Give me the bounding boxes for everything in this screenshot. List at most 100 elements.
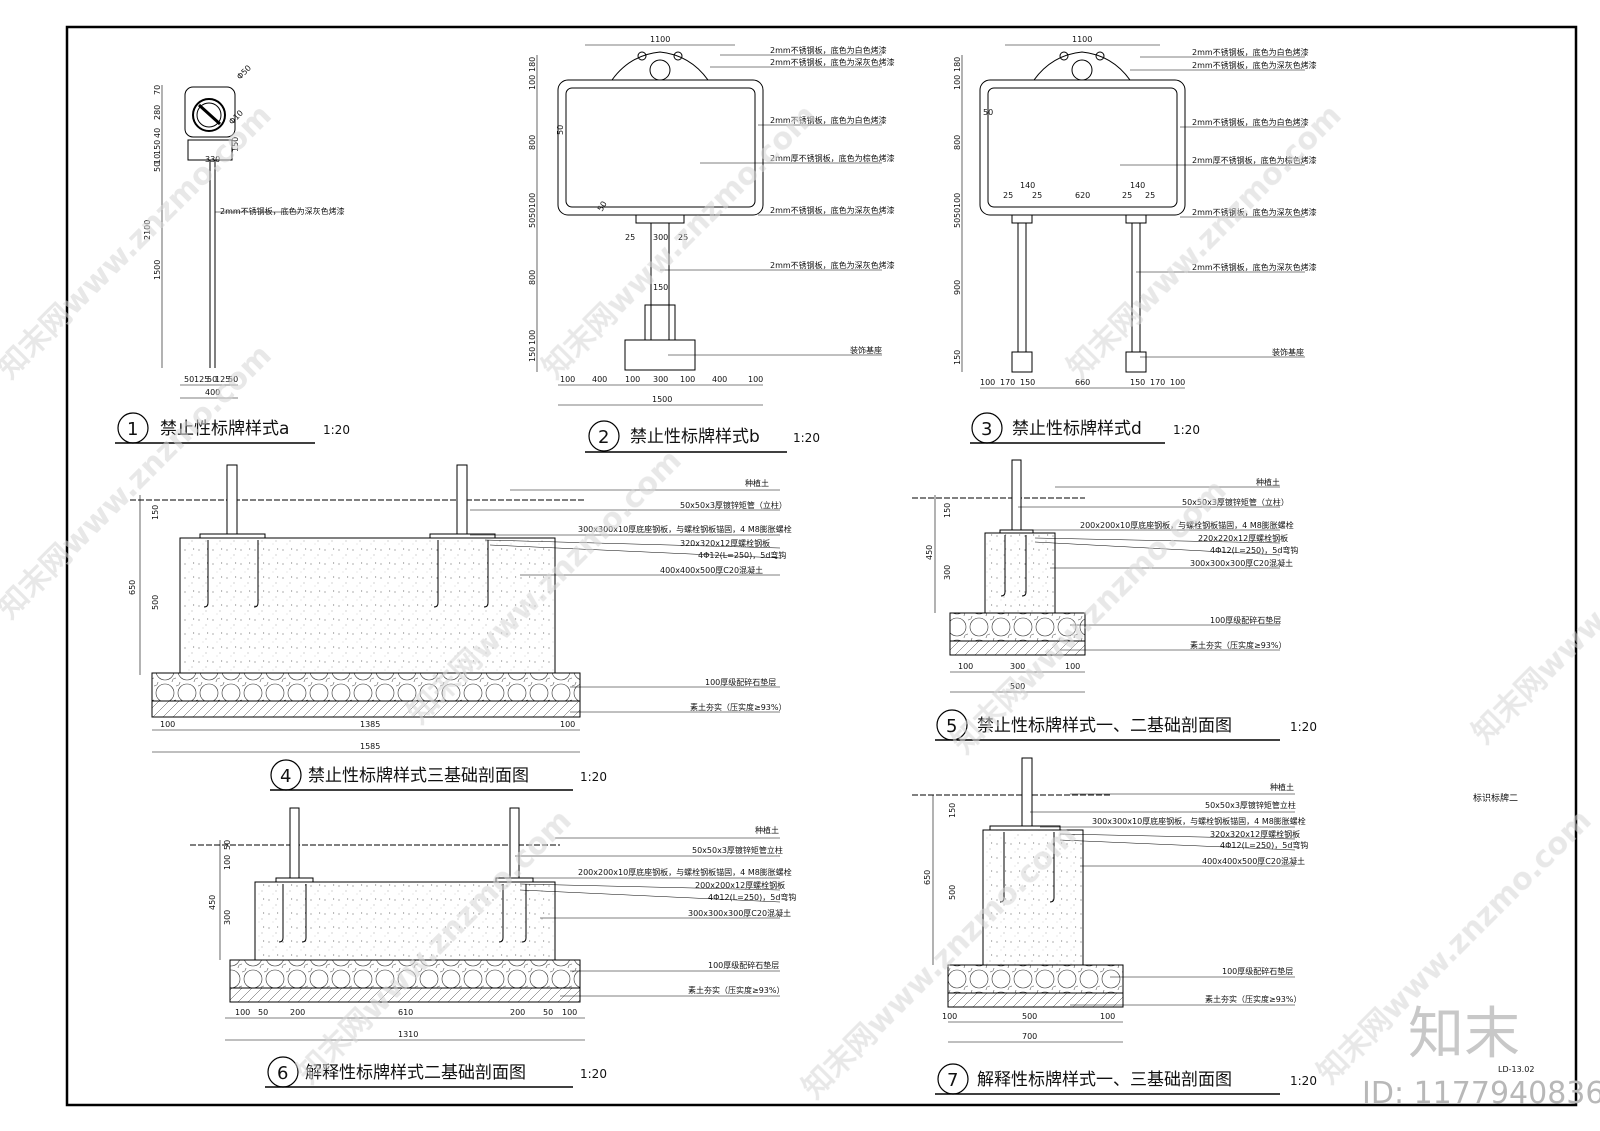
svg-text:50x50x3厚镀锌矩管（立柱）: 50x50x3厚镀锌矩管（立柱） — [680, 500, 787, 510]
svg-text:100: 100 — [528, 193, 537, 208]
svg-text:5: 5 — [946, 716, 957, 737]
svg-text:100: 100 — [560, 720, 575, 729]
svg-text:100: 100 — [680, 375, 695, 384]
svg-text:450: 450 — [208, 895, 217, 910]
svg-text:2mm不锈钢板，底色为深灰色烤漆: 2mm不锈钢板，底色为深灰色烤漆 — [770, 205, 895, 215]
svg-text:4Φ12(L=250)，5d弯钩: 4Φ12(L=250)，5d弯钩 — [708, 892, 796, 902]
svg-text:2100: 2100 — [143, 220, 152, 240]
svg-text:2mm不锈钢板，底色为深灰色烤漆: 2mm不锈钢板，底色为深灰色烤漆 — [770, 260, 895, 270]
svg-text:40: 40 — [153, 128, 162, 138]
sheet-border — [65, 25, 1578, 1107]
svg-text:70: 70 — [153, 85, 162, 95]
svg-text:50: 50 — [528, 208, 537, 218]
svg-text:种植土: 种植土 — [1256, 477, 1280, 487]
view-3-dims: 1100 180 100 800 100 50 50 900 150 50 25… — [953, 35, 1317, 389]
brand-logo: 知末 — [1408, 1002, 1520, 1067]
svg-text:4Φ12(L=250)，5d弯钩: 4Φ12(L=250)，5d弯钩 — [1220, 840, 1308, 850]
svg-text:100: 100 — [958, 662, 973, 671]
svg-text:150: 150 — [943, 503, 952, 518]
svg-text:2mm厚不锈钢板，底色为棕色烤漆: 2mm厚不锈钢板，底色为棕色烤漆 — [770, 153, 895, 163]
view-3-elevation — [979, 51, 1186, 373]
svg-text:2mm不锈钢板，底色为深灰色烤漆: 2mm不锈钢板，底色为深灰色烤漆 — [220, 206, 345, 216]
svg-text:知末网www.znzmo.com: 知末网www.znzmo.com — [1061, 98, 1349, 386]
view-title-1: 1 禁止性标牌样式a 1:20 — [115, 412, 350, 444]
view-5-section — [912, 459, 1086, 656]
svg-text:500: 500 — [948, 885, 957, 900]
svg-text:2mm不锈钢板，底色为白色烤漆: 2mm不锈钢板，底色为白色烤漆 — [1192, 47, 1309, 57]
svg-text:2mm不锈钢板，底色为白色烤漆: 2mm不锈钢板，底色为白色烤漆 — [1192, 117, 1309, 127]
svg-text:180: 180 — [528, 57, 537, 72]
svg-text:50: 50 — [543, 1008, 553, 1017]
svg-text:解释性标牌样式一、三基础剖面图: 解释性标牌样式一、三基础剖面图 — [977, 1070, 1232, 1090]
svg-text:25: 25 — [1122, 191, 1132, 200]
svg-text:280: 280 — [153, 105, 162, 120]
drawing-number: LD-13.02 — [1498, 1065, 1534, 1074]
svg-text:7: 7 — [947, 1070, 958, 1091]
svg-text:素土夯实（压实度≥93%）: 素土夯实（压实度≥93%） — [1190, 640, 1286, 650]
svg-text:Φ50: Φ50 — [235, 63, 253, 81]
svg-text:1:20: 1:20 — [1290, 720, 1317, 734]
svg-text:125: 125 — [215, 375, 230, 384]
svg-text:禁止性标牌样式b: 禁止性标牌样式b — [630, 427, 760, 447]
svg-text:50x50x3厚镀锌矩管（立柱）: 50x50x3厚镀锌矩管（立柱） — [1182, 497, 1289, 507]
view-2-elevation — [557, 51, 764, 371]
svg-text:320x320x12厚螺栓钢板: 320x320x12厚螺栓钢板 — [1210, 829, 1300, 839]
svg-text:50: 50 — [596, 200, 609, 213]
svg-text:300x300x300厚C20混凝土: 300x300x300厚C20混凝土 — [1190, 558, 1293, 568]
svg-text:220x220x12厚螺栓钢板: 220x220x12厚螺栓钢板 — [1198, 533, 1288, 543]
svg-text:150: 150 — [153, 140, 162, 155]
svg-text:50: 50 — [184, 375, 194, 384]
svg-text:300x300x300厚C20混凝土: 300x300x300厚C20混凝土 — [688, 908, 791, 918]
svg-text:禁止性标牌样式一、二基础剖面图: 禁止性标牌样式一、二基础剖面图 — [977, 716, 1232, 736]
svg-text:650: 650 — [128, 580, 137, 595]
svg-text:800: 800 — [528, 135, 537, 150]
view-title-3: 3 禁止性标牌样式d 1:20 — [970, 412, 1200, 444]
svg-text:2mm厚不锈钢板，底色为棕色烤漆: 2mm厚不锈钢板，底色为棕色烤漆 — [1192, 155, 1317, 165]
svg-text:4Φ12(L=250)，5d弯钩: 4Φ12(L=250)，5d弯钩 — [1210, 545, 1298, 555]
svg-text:100: 100 — [953, 193, 962, 208]
svg-text:150: 150 — [948, 803, 957, 818]
svg-text:1:20: 1:20 — [793, 431, 820, 445]
svg-text:200x200x12厚螺栓钢板: 200x200x12厚螺栓钢板 — [695, 880, 785, 890]
svg-text:2mm不锈钢板，底色为深灰色烤漆: 2mm不锈钢板，底色为深灰色烤漆 — [1192, 207, 1317, 217]
svg-text:300: 300 — [943, 565, 952, 580]
svg-text:1310: 1310 — [398, 1030, 418, 1039]
svg-text:400: 400 — [205, 388, 220, 397]
view-1-elevation — [161, 85, 236, 368]
svg-text:50: 50 — [228, 375, 238, 384]
svg-text:300: 300 — [653, 233, 668, 242]
svg-text:50: 50 — [223, 840, 232, 850]
svg-text:2: 2 — [598, 427, 609, 448]
svg-text:150: 150 — [1130, 378, 1145, 387]
svg-text:100: 100 — [528, 330, 537, 345]
svg-text:400x400x500厚C20混凝土: 400x400x500厚C20混凝土 — [1202, 856, 1305, 866]
svg-text:1:20: 1:20 — [1173, 423, 1200, 437]
view-7-dims: 150 650 500 100 500 100 700 种植土 50x50x3厚… — [923, 782, 1308, 1043]
svg-text:50: 50 — [556, 125, 565, 135]
svg-text:800: 800 — [528, 270, 537, 285]
svg-text:100: 100 — [235, 1008, 250, 1017]
svg-text:50x50x3厚镀锌矩管立柱: 50x50x3厚镀锌矩管立柱 — [1205, 800, 1296, 810]
svg-text:100: 100 — [1100, 1012, 1115, 1021]
svg-text:4Φ12(L=250)，5d弯钩: 4Φ12(L=250)，5d弯钩 — [698, 550, 786, 560]
svg-text:150: 150 — [151, 505, 160, 520]
svg-text:25: 25 — [1145, 191, 1155, 200]
svg-text:300: 300 — [1010, 662, 1025, 671]
svg-text:100: 100 — [1065, 662, 1080, 671]
svg-text:禁止性标牌样式a: 禁止性标牌样式a — [160, 419, 289, 439]
view-title-5: 5 禁止性标牌样式一、二基础剖面图 1:20 — [935, 709, 1317, 741]
view-6-section — [190, 807, 581, 1003]
svg-text:170: 170 — [1150, 378, 1165, 387]
svg-text:100: 100 — [528, 75, 537, 90]
svg-text:100: 100 — [625, 375, 640, 384]
svg-text:3: 3 — [981, 419, 992, 440]
svg-text:300: 300 — [653, 375, 668, 384]
svg-text:150: 150 — [953, 350, 962, 365]
svg-text:素土夯实（压实度≥93%）: 素土夯实（压实度≥93%） — [688, 985, 784, 995]
svg-text:100: 100 — [160, 720, 175, 729]
svg-text:2mm不锈钢板，底色为深灰色烤漆: 2mm不锈钢板，底色为深灰色烤漆 — [1192, 60, 1317, 70]
view-2-dims: 1100 180 100 800 100 50 50 800 100 150 5… — [528, 35, 895, 406]
svg-text:610: 610 — [398, 1008, 413, 1017]
svg-text:知末网www.znzmo.com: 知末网www.znzmo.com — [0, 98, 279, 386]
